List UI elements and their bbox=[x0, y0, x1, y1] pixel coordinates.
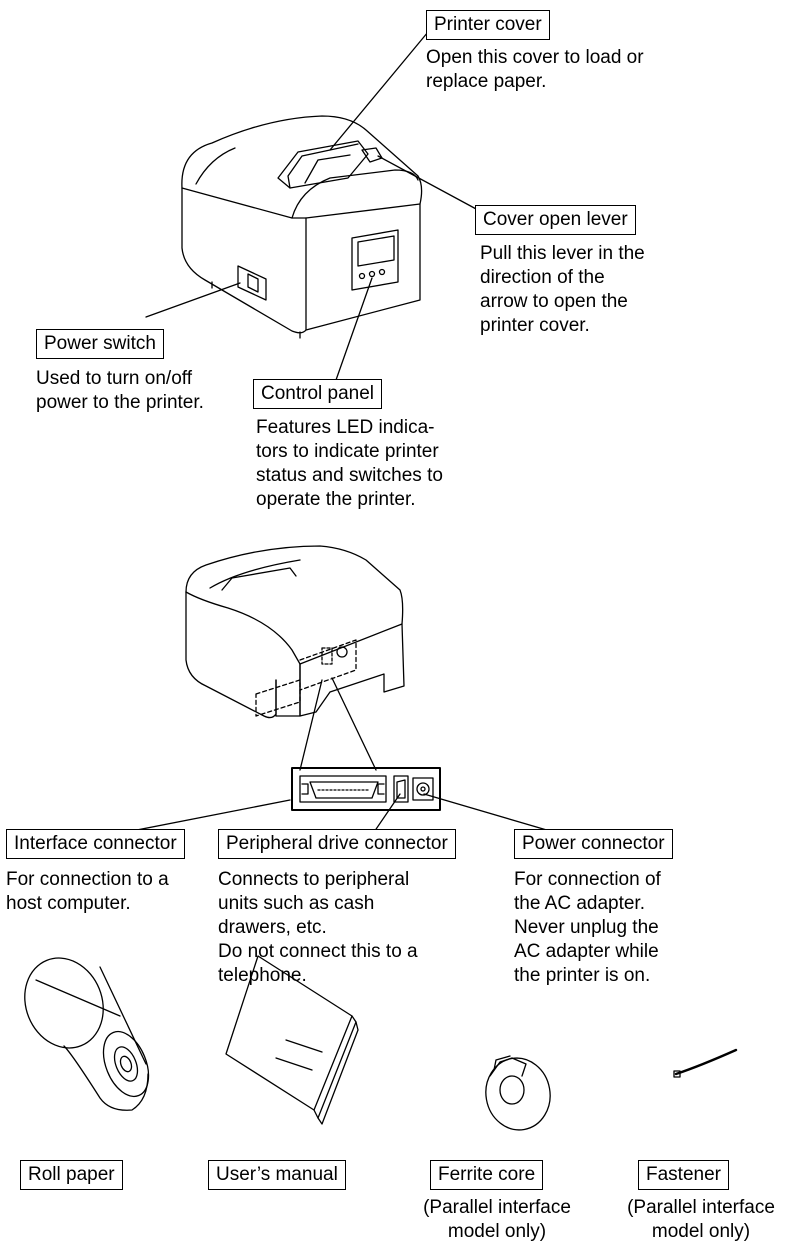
cover-open-lever-description: Pull this lever in the direction of the … bbox=[480, 242, 645, 338]
ferrite-core-note: (Parallel interface model only) bbox=[412, 1196, 582, 1244]
desc-line: status and switches to bbox=[256, 465, 443, 486]
rear-printer-drawing bbox=[185, 545, 405, 771]
desc-line: direction of the bbox=[480, 267, 605, 288]
desc-line: For connection to a bbox=[6, 869, 169, 890]
ferrite-core-drawing bbox=[485, 1055, 551, 1131]
fastener-drawing bbox=[673, 1048, 738, 1078]
peripheral-drive-connector-description: Connects to peripheral units such as cas… bbox=[218, 868, 418, 988]
desc-line: printer cover. bbox=[480, 315, 590, 336]
note-line: model only) bbox=[651, 1221, 751, 1242]
power-switch-label: Power switch bbox=[36, 329, 164, 359]
control-panel-description: Features LED indica- tors to indicate pr… bbox=[256, 416, 443, 512]
users-manual-label: User’s manual bbox=[208, 1160, 346, 1190]
desc-line: power to the printer. bbox=[36, 392, 204, 413]
note-line: model only) bbox=[447, 1221, 547, 1242]
desc-line: Features LED indica- bbox=[256, 417, 435, 438]
desc-line: AC adapter while bbox=[514, 941, 659, 962]
printer-cover-label: Printer cover bbox=[426, 10, 550, 40]
cover-open-lever-label: Cover open lever bbox=[475, 205, 636, 235]
desc-line: Never unplug the bbox=[514, 917, 659, 938]
desc-line: replace paper. bbox=[426, 71, 547, 92]
desc-line: For connection of bbox=[514, 869, 661, 890]
note-line: (Parallel interface bbox=[423, 1197, 571, 1218]
desc-line: arrow to open the bbox=[480, 291, 628, 312]
desc-line: drawers, etc. bbox=[218, 917, 327, 938]
desc-line: the AC adapter. bbox=[514, 893, 645, 914]
fastener-note: (Parallel interface model only) bbox=[613, 1196, 789, 1244]
desc-line: tors to indicate printer bbox=[256, 441, 439, 462]
desc-line: Pull this lever in the bbox=[480, 243, 645, 264]
printer-cover-description: Open this cover to load or replace paper… bbox=[426, 46, 644, 94]
desc-line: Used to turn on/off bbox=[36, 368, 192, 389]
control-panel-label: Control panel bbox=[253, 379, 383, 409]
interface-connector-label: Interface connector bbox=[6, 829, 185, 859]
desc-line: the printer is on. bbox=[514, 965, 651, 986]
ferrite-core-label: Ferrite core bbox=[430, 1160, 544, 1190]
interface-connector-description: For connection to a host computer. bbox=[6, 868, 169, 916]
power-connector-description: For connection of the AC adapter. Never … bbox=[514, 868, 661, 988]
connector-inset bbox=[291, 767, 441, 811]
desc-line: operate the printer. bbox=[256, 489, 416, 510]
fastener-label: Fastener bbox=[638, 1160, 729, 1190]
desc-line: Connects to peripheral bbox=[218, 869, 410, 890]
desc-line: Open this cover to load or bbox=[426, 47, 644, 68]
power-connector-label: Power connector bbox=[514, 829, 673, 859]
desc-line: Do not connect this to a bbox=[218, 941, 418, 962]
desc-line: host computer. bbox=[6, 893, 131, 914]
desc-line: units such as cash bbox=[218, 893, 375, 914]
power-switch-description: Used to turn on/off power to the printer… bbox=[36, 367, 204, 415]
front-printer-drawing bbox=[181, 115, 423, 339]
peripheral-drive-connector-label: Peripheral drive connector bbox=[218, 829, 456, 859]
roll-paper-drawing bbox=[24, 957, 150, 1111]
users-manual-drawing bbox=[225, 955, 359, 1125]
desc-line: telephone. bbox=[218, 965, 307, 986]
note-line: (Parallel interface bbox=[627, 1197, 775, 1218]
roll-paper-label: Roll paper bbox=[20, 1160, 123, 1190]
